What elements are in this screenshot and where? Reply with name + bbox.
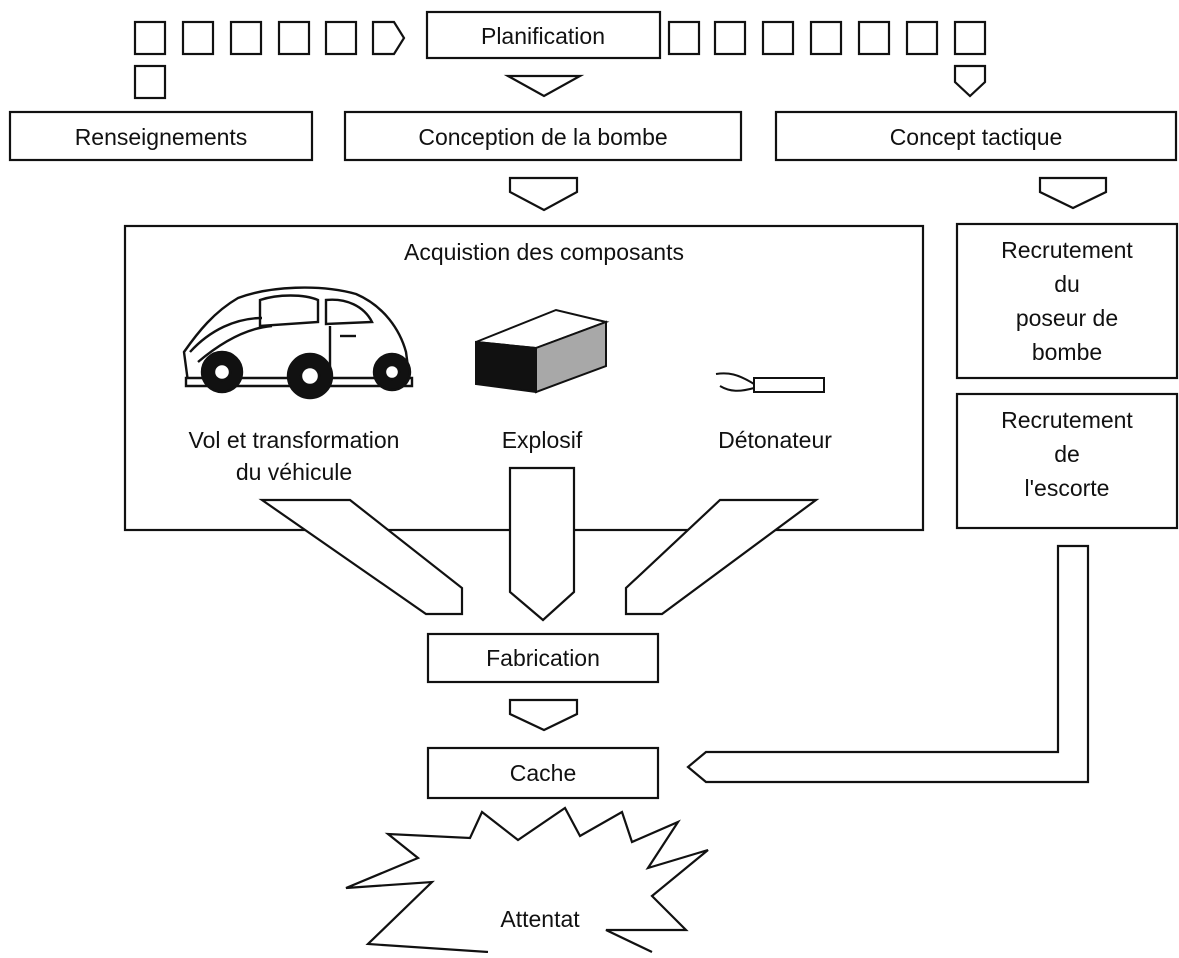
bomb-design-label: Conception de la bombe xyxy=(418,124,667,150)
attack-label: Attentat xyxy=(500,906,580,932)
vehicle-to-fabrication-arrow xyxy=(258,498,464,616)
planning-box xyxy=(425,10,662,60)
detonator-icon xyxy=(715,372,825,393)
bomber-recruitment-box xyxy=(955,222,1179,380)
fabrication-down-arrow xyxy=(508,698,579,732)
intelligence-box xyxy=(8,110,314,162)
explosive-to-fabrication-arrow xyxy=(508,466,576,622)
acquisition-title: Acquistion des composants xyxy=(404,239,684,265)
bomb-design-box xyxy=(343,110,743,162)
explosive-block-icon xyxy=(475,308,610,394)
tactical-concept-label: Concept tactique xyxy=(890,124,1063,150)
detonator-label: Détonateur xyxy=(718,427,832,453)
fabrication-box xyxy=(426,632,660,684)
tactical-down-arrow xyxy=(1038,176,1108,210)
escort-recruitment-line1: Recrutement xyxy=(1001,407,1133,433)
escort-recruitment-box xyxy=(955,392,1179,530)
escort-recruitment-line3: l'escorte xyxy=(1025,475,1110,501)
planning-label: Planification xyxy=(481,23,605,49)
bomber-recruitment-line1: Recrutement xyxy=(1001,237,1133,263)
planning-down-arrow xyxy=(503,74,585,98)
explosive-label: Explosif xyxy=(502,427,583,453)
timeline-squares-right xyxy=(667,20,987,98)
timeline-arrow-square xyxy=(371,20,406,56)
escort-to-cache-arrow xyxy=(686,544,1090,784)
vehicle-label-line1: Vol et transformation xyxy=(189,427,400,453)
cache-label: Cache xyxy=(510,760,576,786)
fabrication-label: Fabrication xyxy=(486,645,600,671)
bomber-recruitment-line2: du xyxy=(1054,271,1080,297)
bomber-recruitment-line3: poseur de xyxy=(1016,305,1118,331)
tactical-concept-box xyxy=(774,110,1178,162)
attack-explosion-shape xyxy=(345,806,709,954)
timeline-squares-left xyxy=(133,20,406,100)
vehicle-label-line2: du véhicule xyxy=(236,459,352,485)
intelligence-label: Renseignements xyxy=(75,124,248,150)
timeline-down-arrow xyxy=(953,64,987,98)
bomber-recruitment-line4: bombe xyxy=(1032,339,1102,365)
cache-box xyxy=(426,746,660,800)
detonator-to-fabrication-arrow xyxy=(624,498,820,616)
car-icon xyxy=(182,286,414,400)
bomb-design-down-arrow xyxy=(508,176,579,212)
escort-recruitment-line2: de xyxy=(1054,441,1080,467)
